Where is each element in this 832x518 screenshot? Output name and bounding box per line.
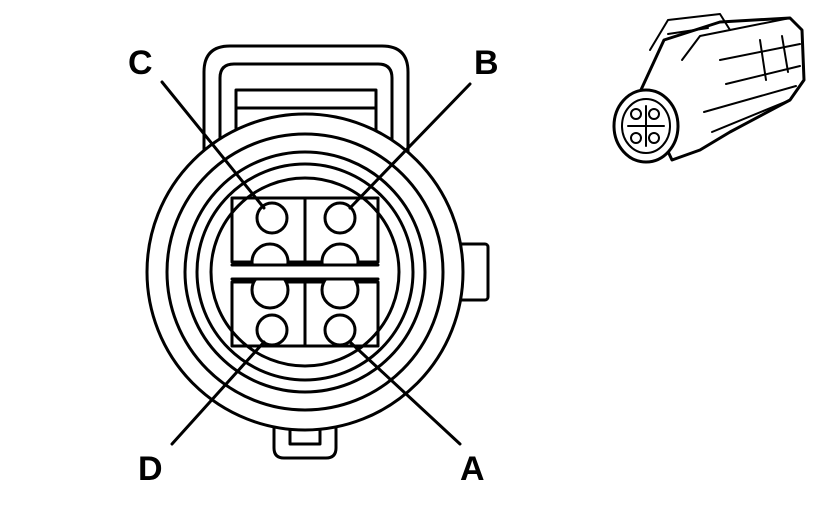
pin-a (323, 313, 357, 347)
label-d: D (138, 450, 163, 488)
pin-c (255, 201, 289, 235)
connector-face-view: C B D A (128, 44, 499, 488)
ring-2 (165, 132, 445, 412)
ring-3 (183, 150, 427, 394)
leader-a (348, 340, 462, 446)
label-b: B (474, 44, 499, 82)
pin-d (255, 313, 289, 347)
connector-isometric-view (612, 13, 806, 164)
leader-c (160, 80, 266, 210)
pin-b (323, 201, 357, 235)
label-a: A (460, 450, 485, 488)
terminal-cavity (230, 196, 380, 348)
ring-4 (195, 162, 415, 382)
label-c: C (128, 44, 153, 82)
leader-b (348, 82, 472, 210)
ring-5 (209, 176, 401, 368)
leader-d (170, 340, 266, 446)
